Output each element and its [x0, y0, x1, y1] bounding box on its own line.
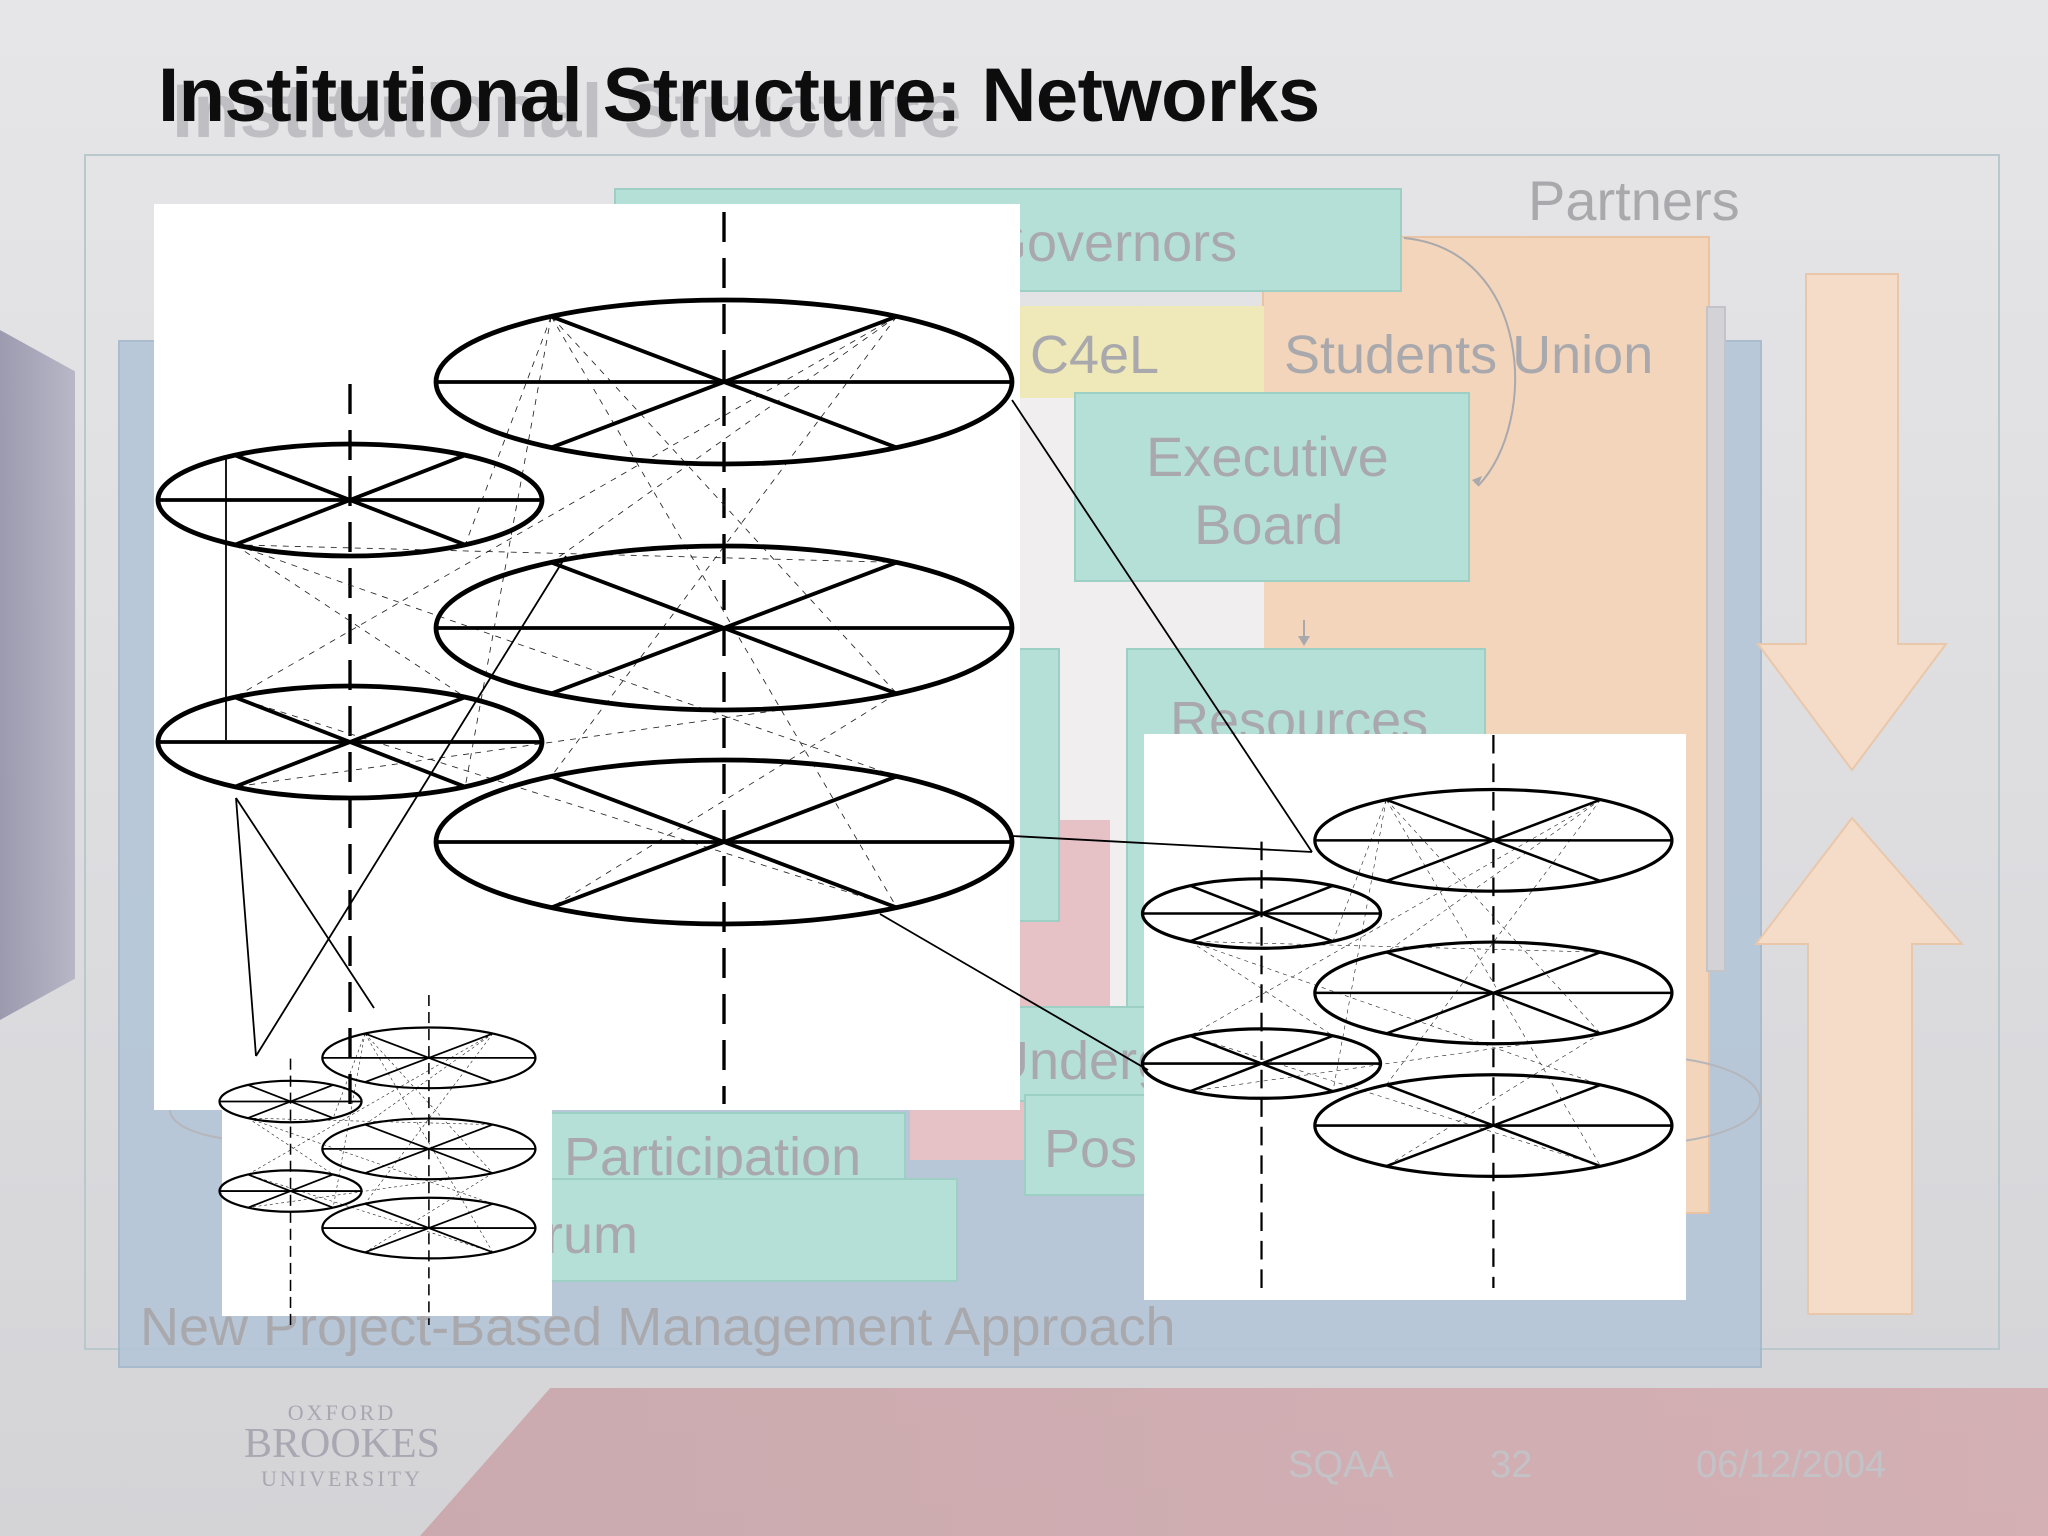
interconnection-line — [332, 1033, 366, 1208]
interconnection-line — [550, 316, 898, 563]
ellipse-spoke — [1385, 798, 1601, 883]
interconnection-line — [1386, 799, 1601, 1034]
yellow-c4el-box — [1010, 306, 1264, 398]
connector-line — [235, 797, 375, 1009]
interconnection-line — [1189, 799, 1601, 1037]
ellipse-spoke — [234, 695, 466, 789]
executive-board-box — [1074, 392, 1470, 582]
logo-bottom-text: UNIVERSITY — [261, 1466, 423, 1491]
connector-line — [235, 797, 257, 1057]
partners-label: Partners — [1528, 169, 1740, 232]
governors-label: Governors — [985, 213, 1238, 273]
footer-date: 06/12/2004 — [1696, 1444, 1887, 1486]
interconnection-line — [364, 1172, 493, 1253]
ellipse-spoke — [1189, 1034, 1334, 1093]
interconnection-line — [1386, 799, 1601, 1167]
ellipse-spoke — [364, 1202, 494, 1254]
interconnection-line — [1386, 799, 1601, 953]
forum-box — [476, 1178, 958, 1282]
interconnection-line — [1332, 799, 1387, 942]
interconnection-line — [550, 316, 898, 694]
ellipse-spoke — [1385, 951, 1601, 1035]
logo-top-text: OXFORD — [287, 1400, 397, 1425]
connector-line — [879, 913, 1149, 1071]
up-arrow-shape — [1753, 816, 1965, 1315]
interconnection-line — [364, 1033, 494, 1253]
interconnection-line — [1189, 941, 1334, 1037]
interconnection-line — [234, 316, 898, 698]
ellipse-spoke — [550, 560, 898, 696]
down-arrow-shape — [1756, 273, 1948, 772]
interconnection-line — [550, 693, 898, 908]
interconnection-line — [234, 544, 466, 698]
interconnection-line — [332, 1033, 366, 1119]
executive-board-line1: Executive — [1146, 425, 1389, 488]
network-panel-right — [1144, 734, 1686, 1300]
ellipse-spoke — [247, 1084, 334, 1119]
footer-page-number: 32 — [1490, 1444, 1533, 1486]
interconnection-line — [1189, 941, 1601, 1086]
left-purple-tab — [0, 330, 75, 1020]
connector-line — [1011, 835, 1313, 853]
interconnection-line — [1386, 799, 1601, 1086]
oxford-brookes-logo: OXFORD BROOKES UNIVERSITY — [232, 1400, 452, 1491]
interconnection-line — [247, 1117, 493, 1125]
logo-middle-text: BROOKES — [243, 1421, 441, 1467]
interconnection-line — [234, 544, 897, 563]
executive-board-line2: Board — [1194, 493, 1344, 556]
post-label: Pos — [1044, 1119, 1138, 1179]
connector-line — [255, 555, 567, 1057]
ellipse-spoke — [550, 314, 898, 450]
ellipse-spoke — [1189, 884, 1334, 943]
interconnection-line — [234, 544, 897, 777]
participation-label: Participation — [564, 1127, 862, 1187]
interconnection-line — [1190, 1035, 1601, 1167]
ellipse-spoke — [234, 453, 466, 547]
participation-box — [536, 1112, 906, 1190]
interconnection-line — [234, 696, 897, 909]
c4el-label: C4eL — [1030, 325, 1160, 385]
interconnection-line — [247, 1174, 493, 1253]
footer-event: SQAA — [1288, 1444, 1394, 1486]
interconnection-line — [1386, 1033, 1601, 1167]
ellipse-spoke — [1385, 1083, 1601, 1168]
interconnection-line — [364, 1033, 494, 1204]
ellipse-spoke — [364, 1123, 494, 1174]
interconnection-line — [1190, 940, 1601, 953]
interconnection-line — [464, 316, 552, 545]
interconnection-line — [464, 316, 552, 787]
footer-band — [420, 1388, 2048, 1536]
ellipse-spoke — [364, 1032, 494, 1083]
slide-title: Institutional Structure: Networks — [158, 53, 1320, 138]
connector-line — [1011, 399, 1313, 853]
ghost-title: Institutional Structure — [172, 69, 962, 154]
interconnection-line — [1332, 799, 1387, 1092]
gray-right-box — [1706, 306, 1726, 972]
ellipse-spoke — [247, 1173, 334, 1209]
students-union-label: Students Union — [1284, 325, 1654, 385]
post-box — [1024, 1094, 1154, 1196]
ellipse-spoke — [550, 774, 898, 910]
